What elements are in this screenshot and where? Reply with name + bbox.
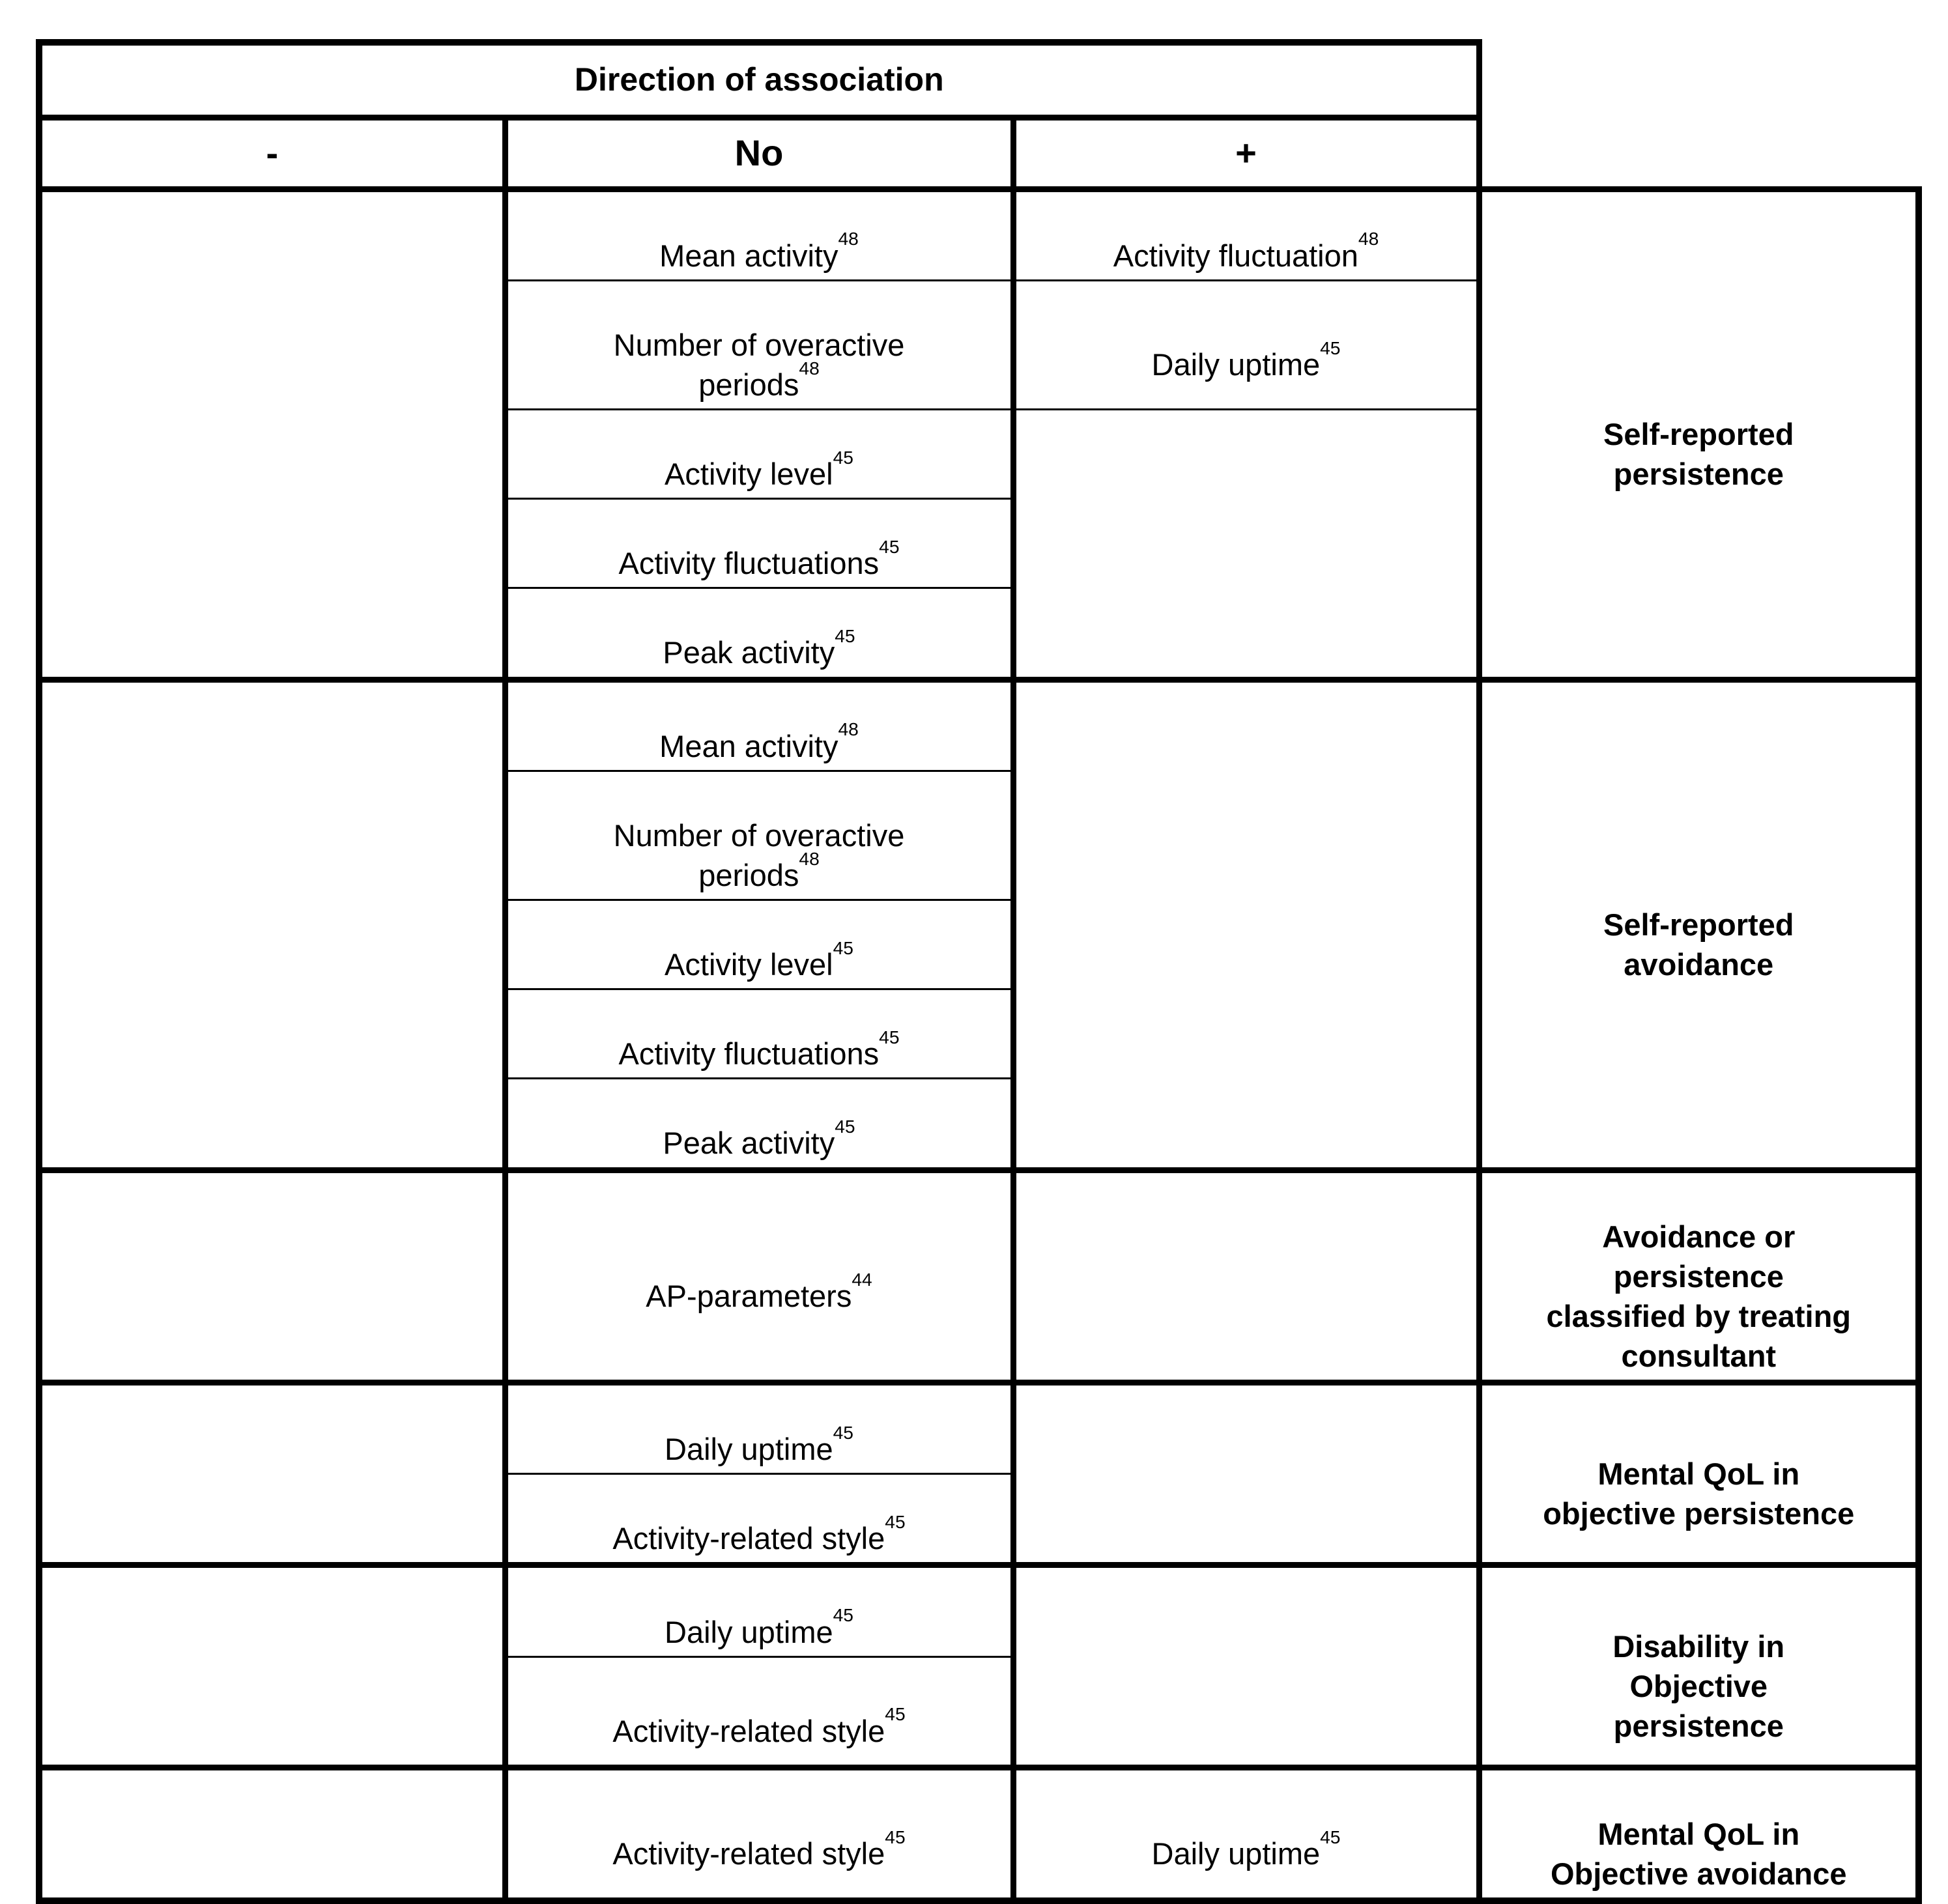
- no-association-cell: Number of overactive periods48: [502, 769, 1016, 902]
- measure-label: Activity fluctuations: [618, 546, 880, 581]
- page: Direction of association - No + Mean act…: [36, 39, 1922, 1904]
- positive-empty-cell: [1010, 1562, 1482, 1769]
- reference-superscript: 45: [835, 1116, 855, 1137]
- reference-superscript: 45: [879, 536, 900, 558]
- reference-superscript: 45: [833, 446, 853, 468]
- no-association-cell: Peak activity45: [502, 1077, 1016, 1171]
- measure-label: Mean activity: [659, 238, 838, 273]
- group-label: Self-reported persistence: [1603, 416, 1794, 492]
- no-association-cell: Daily uptime45: [502, 1562, 1016, 1658]
- group-label-cell: Mental QoL in Objective avoidance: [1476, 1764, 1922, 1904]
- no-association-cell: Mean activity48: [502, 186, 1016, 281]
- group-label: Disability in Objective persistence: [1612, 1628, 1785, 1744]
- negative-empty-cell: [36, 1167, 508, 1384]
- no-association-cell: Activity fluctuations45: [502, 988, 1016, 1080]
- reference-superscript: 45: [833, 1421, 853, 1443]
- reference-superscript: 45: [885, 1826, 906, 1848]
- measure-label: Daily uptime: [1151, 1836, 1321, 1871]
- direction-header-cell: Direction of association: [36, 39, 1482, 121]
- negative-column-header: -: [36, 116, 508, 192]
- no-association-cell: Activity-related style45: [502, 1655, 1016, 1769]
- measure-label: Activity level: [665, 457, 833, 492]
- direction-of-association-table: Direction of association - No + Mean act…: [36, 39, 1922, 1904]
- group-label-cell: Disability in Objective persistence: [1476, 1562, 1922, 1769]
- measure-label: Activity fluctuations: [618, 1036, 880, 1072]
- group-label-cell: Mental QoL in objective persistence: [1476, 1380, 1922, 1567]
- measure-label: Number of overactive periods: [613, 327, 905, 402]
- measure-label: Activity-related style: [612, 1521, 885, 1556]
- reference-superscript: 48: [1358, 228, 1379, 249]
- group-label: Mental QoL in Objective avoidance: [1550, 1816, 1847, 1891]
- measure-label: Daily uptime: [665, 1614, 833, 1649]
- reference-superscript: 45: [835, 625, 855, 647]
- measure-label: Activity fluctuation: [1113, 238, 1358, 273]
- no-association-cell: Mean activity48: [502, 676, 1016, 772]
- reference-superscript: 48: [838, 718, 859, 740]
- measure-label: Activity level: [665, 947, 833, 982]
- measure-label: Activity-related style: [612, 1713, 885, 1748]
- positive-column-header: +: [1010, 116, 1482, 192]
- reference-superscript: 48: [799, 847, 820, 869]
- direction-header-label: Direction of association: [574, 61, 944, 98]
- positive-column-label: +: [1235, 132, 1257, 173]
- no-association-cell: AP-parameters44: [502, 1167, 1016, 1384]
- group-label-cell: Self-reported persistence: [1476, 186, 1922, 681]
- reference-superscript: 45: [1320, 1826, 1341, 1848]
- reference-superscript: 45: [885, 1511, 906, 1533]
- reference-superscript: 45: [833, 1604, 853, 1626]
- negative-empty-cell: [36, 676, 508, 1171]
- positive-empty-cell: [1010, 676, 1482, 1171]
- reference-superscript: 45: [879, 1027, 900, 1048]
- measure-label: Daily uptime: [1151, 347, 1321, 382]
- negative-empty-cell: [36, 1764, 508, 1904]
- positive-empty-cell: [1010, 1380, 1482, 1567]
- measure-label: Peak activity: [663, 635, 835, 670]
- negative-empty-cell: [36, 1562, 508, 1769]
- negative-empty-cell: [36, 186, 508, 681]
- negative-column-label: -: [266, 132, 279, 173]
- no-association-cell: Activity fluctuations45: [502, 498, 1016, 590]
- positive-association-cell: Daily uptime45: [1010, 1764, 1482, 1904]
- measure-label: Daily uptime: [665, 1432, 833, 1467]
- no-association-cell: Activity-related style45: [502, 1764, 1016, 1904]
- positive-empty-cell: [1010, 408, 1482, 681]
- positive-empty-cell: [1010, 1167, 1482, 1384]
- no-association-cell: Number of overactive periods48: [502, 279, 1016, 410]
- measure-label: AP-parameters: [646, 1279, 852, 1314]
- no-association-cell: Daily uptime45: [502, 1380, 1016, 1475]
- group-label: Mental QoL in objective persistence: [1543, 1456, 1855, 1531]
- no-association-cell: Activity-related style45: [502, 1473, 1016, 1567]
- negative-empty-cell: [36, 1380, 508, 1567]
- positive-association-cell: Daily uptime45: [1010, 279, 1482, 410]
- reference-superscript: 45: [833, 937, 853, 958]
- group-label-cell: Avoidance or persistence classified by t…: [1476, 1167, 1922, 1384]
- measure-label: Mean activity: [659, 728, 838, 763]
- reference-superscript: 48: [838, 228, 859, 249]
- measure-label: Peak activity: [663, 1126, 835, 1161]
- no-association-cell: Peak activity45: [502, 587, 1016, 681]
- group-label: Avoidance or persistence classified by t…: [1546, 1219, 1852, 1373]
- outside-table-area: [1476, 42, 1919, 189]
- reference-superscript: 45: [1320, 337, 1341, 359]
- no-association-cell: Activity level45: [502, 898, 1016, 991]
- no-column-header: No: [502, 116, 1016, 192]
- positive-association-cell: Activity fluctuation48: [1010, 186, 1482, 281]
- group-label-cell: Self-reported avoidance: [1476, 676, 1922, 1171]
- measure-label: Number of overactive periods: [613, 817, 905, 892]
- reference-superscript: 48: [799, 357, 820, 378]
- reference-superscript: 44: [852, 1269, 872, 1290]
- reference-superscript: 45: [885, 1703, 906, 1725]
- no-association-cell: Activity level45: [502, 408, 1016, 500]
- no-column-label: No: [734, 132, 784, 173]
- measure-label: Activity-related style: [612, 1836, 885, 1871]
- group-label: Self-reported avoidance: [1603, 907, 1794, 982]
